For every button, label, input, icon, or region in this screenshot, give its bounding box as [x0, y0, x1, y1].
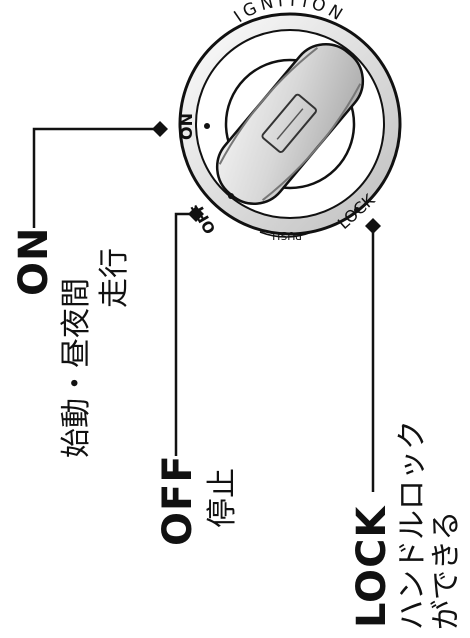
lock-label-desc-line1: ハンドルロック: [395, 420, 430, 630]
on-leader-marker: [152, 121, 168, 137]
on-label-desc-line2: 走行: [97, 248, 132, 308]
on-position-dot: [204, 123, 210, 129]
push-ring-text: PUSH: [272, 229, 302, 242]
off-label-desc: 停止: [205, 468, 240, 528]
on-position-mark: ON: [177, 113, 196, 140]
push-arrow-icon: [259, 231, 313, 238]
lock-leader-marker: [365, 218, 381, 234]
lock-label-title: LOCK: [349, 505, 395, 628]
on-label-title: ON: [11, 226, 57, 296]
lock-position-dot: [354, 207, 360, 213]
on-leader-line: [32, 127, 160, 228]
lock-label-desc-line2: ができる: [429, 510, 464, 630]
off-position-dot: [228, 193, 234, 199]
off-leader-line: [174, 212, 196, 456]
off-label-title: OFF: [155, 454, 201, 546]
off-leader-marker: [188, 206, 204, 222]
on-label-desc-line1: 始動・昼夜間: [59, 278, 94, 458]
